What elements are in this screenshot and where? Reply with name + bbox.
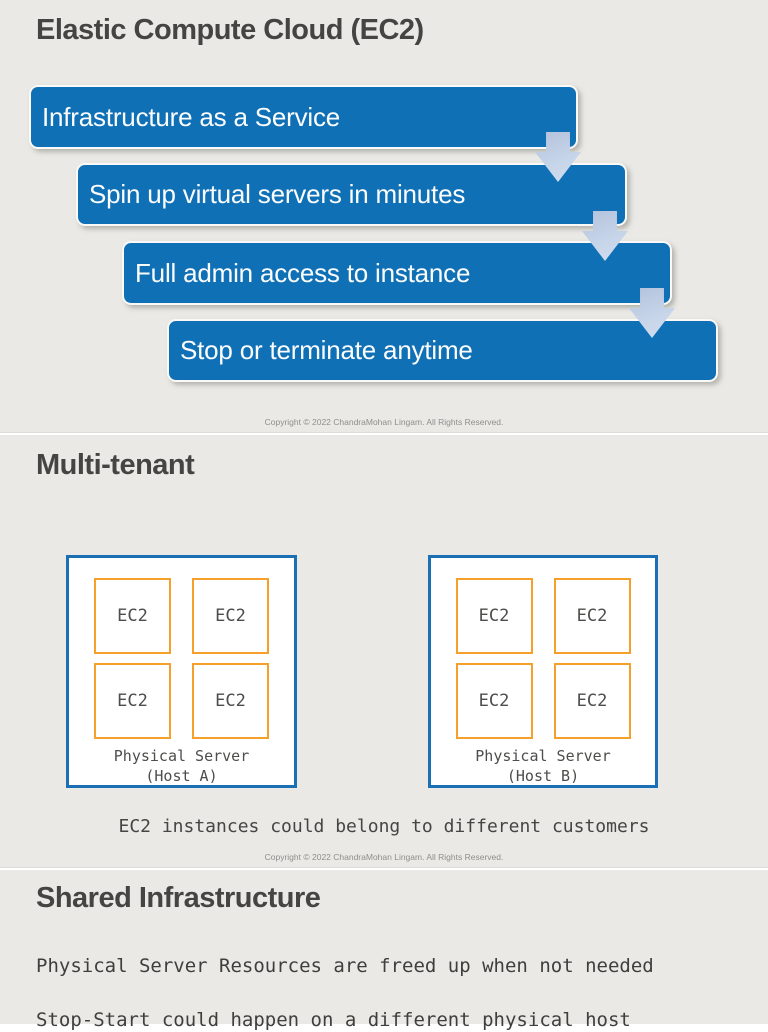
host-label-line1: Physical Server — [475, 747, 611, 765]
body-text-line: Physical Server Resources are freed up w… — [36, 955, 654, 977]
host-box-b: EC2 EC2 EC2 EC2 Physical Server (Host B) — [428, 555, 658, 788]
page-title: Multi-tenant — [36, 449, 195, 481]
ec2-instance-box: EC2 — [94, 578, 171, 654]
ec2-instance-box: EC2 — [455, 663, 533, 739]
host-box-a: EC2 EC2 EC2 EC2 Physical Server (Host A) — [66, 555, 297, 788]
ec2-grid: EC2 EC2 EC2 EC2 — [69, 578, 294, 739]
page-title: Elastic Compute Cloud (EC2) — [36, 14, 424, 46]
slide-ec2-overview: Elastic Compute Cloud (EC2) Infrastructu… — [0, 0, 768, 433]
flow-step: Full admin access to instance — [122, 241, 672, 305]
copyright-text: Copyright © 2022 ChandraMohan Lingam. Al… — [264, 852, 504, 862]
host-label-line2: (Host B) — [506, 767, 580, 785]
host-label-line2: (Host A) — [145, 767, 218, 785]
caption-text: EC2 instances could belong to different … — [118, 816, 650, 837]
slide-shared-infrastructure: Shared Infrastructure Physical Server Re… — [0, 870, 768, 1031]
ec2-instance-box: EC2 — [455, 578, 533, 654]
flow-step-label: Stop or terminate anytime — [180, 335, 473, 365]
flow-step: Stop or terminate anytime — [167, 319, 718, 382]
copyright-text: Copyright © 2022 ChandraMohan Lingam. Al… — [264, 417, 504, 427]
flow-step-label: Spin up virtual servers in minutes — [89, 179, 466, 209]
flow-step-label: Full admin access to instance — [135, 257, 471, 288]
body-text-line: Stop-Start could happen on a different p… — [36, 1009, 631, 1031]
flow-step: Infrastructure as a Service — [29, 85, 578, 149]
ec2-grid: EC2 EC2 EC2 EC2 — [431, 578, 655, 739]
ec2-instance-box: EC2 — [192, 578, 269, 654]
ec2-instance-box: EC2 — [553, 663, 631, 739]
host-label-line1: Physical Server — [113, 747, 250, 765]
ec2-instance-box: EC2 — [192, 663, 269, 739]
host-label: Physical Server (Host B) — [431, 746, 655, 786]
host-label: Physical Server (Host A) — [69, 746, 294, 786]
page-title: Shared Infrastructure — [36, 882, 321, 914]
flow-step: Spin up virtual servers in minutes — [76, 163, 627, 226]
ec2-instance-box: EC2 — [94, 663, 171, 739]
ec2-instance-box: EC2 — [553, 578, 631, 654]
flow-step-label: Infrastructure as a Service — [42, 101, 341, 132]
slide-multi-tenant: Multi-tenant EC2 EC2 EC2 EC2 Physical Se… — [0, 435, 768, 868]
page-divider — [0, 433, 768, 435]
page-divider — [0, 868, 768, 870]
